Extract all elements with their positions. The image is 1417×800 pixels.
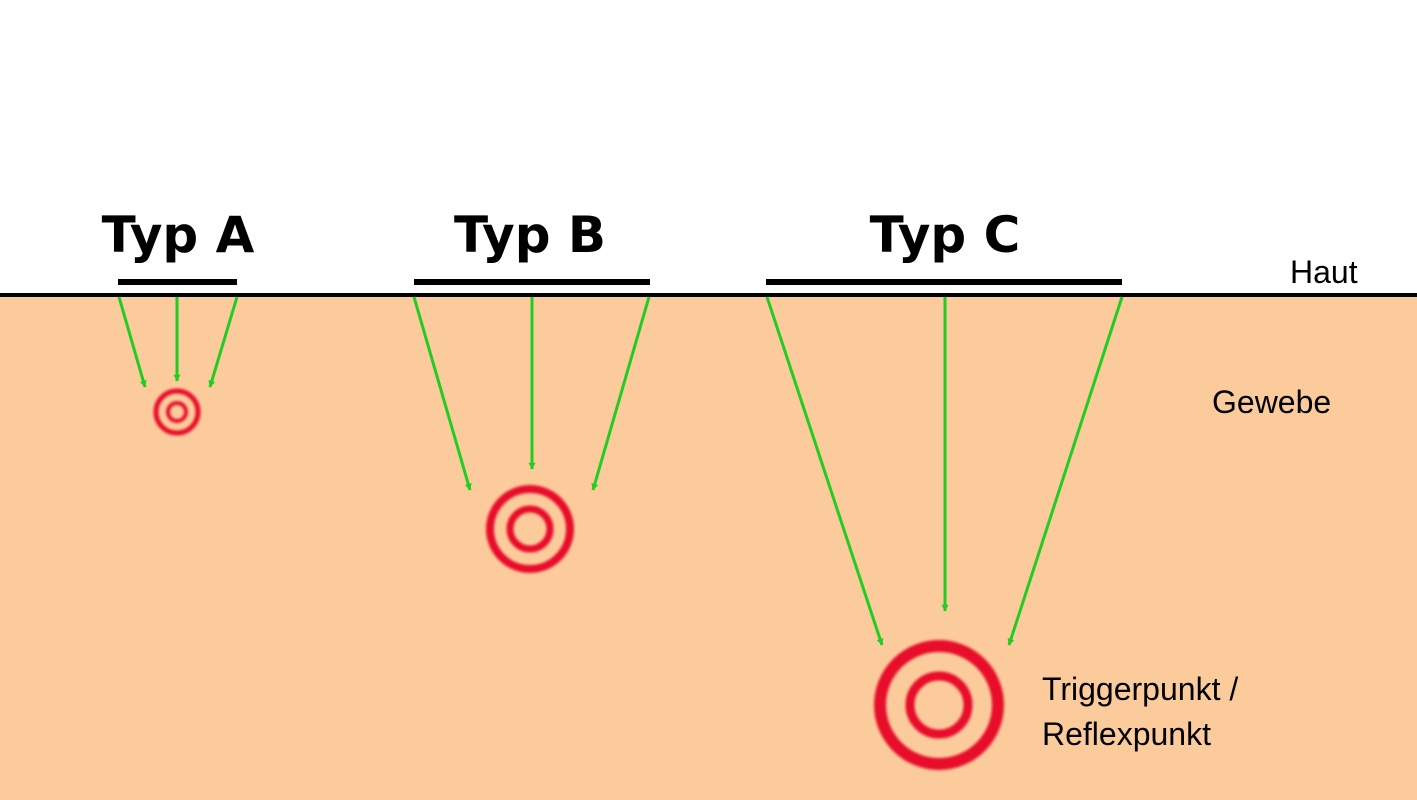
type-c-arrow-right — [1007, 296, 1124, 646]
type-a-arrow-right — [208, 296, 239, 388]
type-b-title: Typ B — [454, 206, 606, 264]
trigger-point-label-line2: Reflexpunkt — [1042, 716, 1211, 752]
type-c-target-icon — [874, 640, 1004, 770]
type-c-title: Typ C — [870, 206, 1021, 264]
type-a-target-icon — [153, 388, 201, 436]
type-a-title: Typ A — [102, 206, 255, 264]
trigger-point-label-line1: Triggerpunkt / — [1042, 671, 1238, 707]
type-a-group: Typ A — [102, 206, 255, 436]
type-b-group: Typ B — [412, 206, 651, 573]
type-b-arrow-left — [412, 296, 472, 491]
type-c-arrow-left — [765, 296, 884, 646]
tissue-label: Gewebe — [1212, 384, 1331, 420]
tissue-area — [0, 296, 1417, 800]
type-a-arrow-left — [117, 296, 147, 388]
skin-label: Haut — [1290, 254, 1358, 290]
type-b-target-icon — [486, 485, 574, 573]
type-b-arrow-right — [591, 296, 651, 491]
type-c-group: Typ C — [765, 206, 1124, 770]
